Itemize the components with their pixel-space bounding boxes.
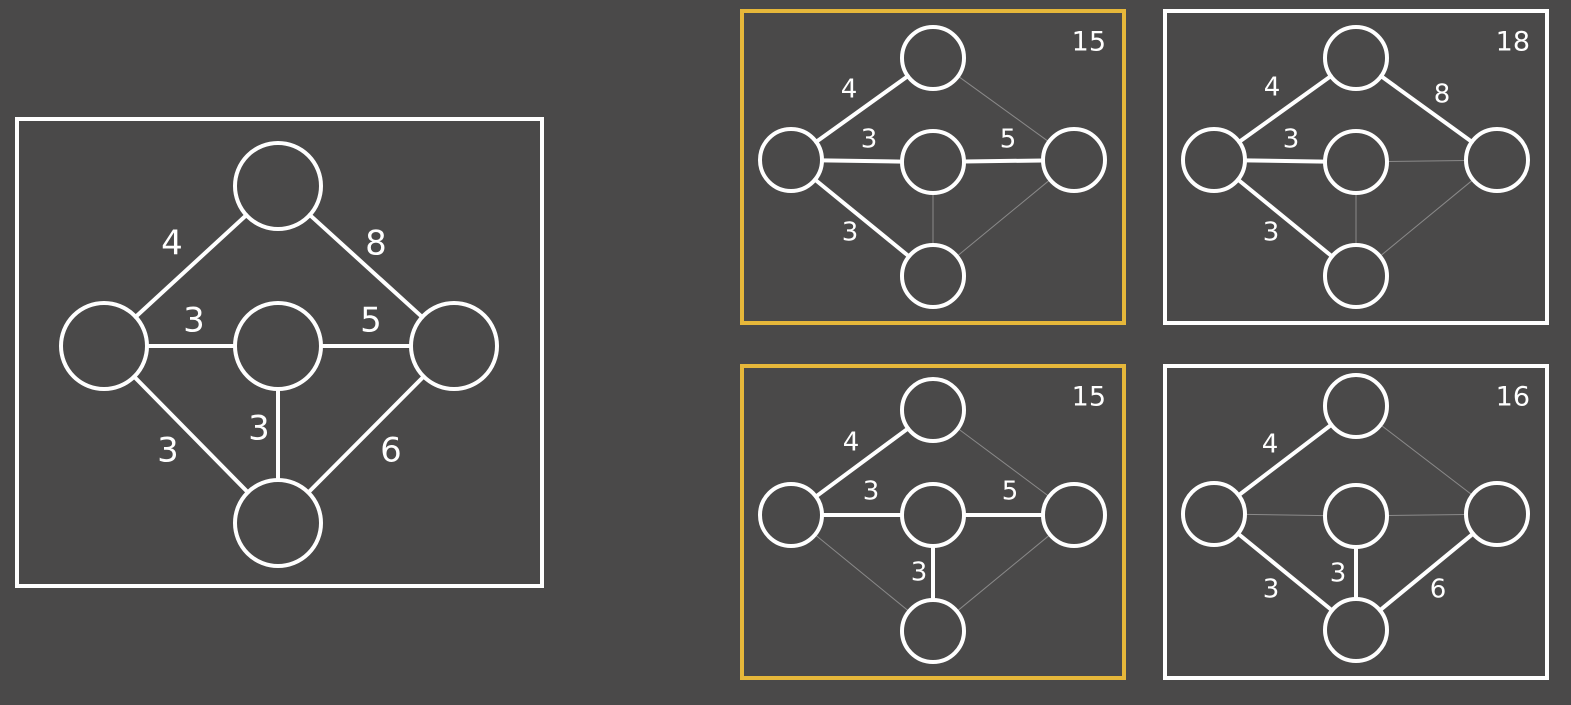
node-right	[1464, 127, 1530, 193]
edge-weight-top-left: 4	[843, 428, 860, 458]
edge-top-left	[813, 426, 911, 499]
edge-weight-center-bottom: 3	[248, 409, 270, 449]
node-top	[1323, 25, 1389, 91]
node-left	[59, 301, 149, 391]
edge-weight-right-bottom: 6	[1430, 575, 1447, 605]
node-top	[233, 141, 323, 231]
edge-left-bottom	[132, 374, 250, 495]
edge-top-right-unused	[1380, 424, 1473, 496]
edge-weight-center-bottom: 3	[911, 558, 928, 588]
edge-left-bottom	[813, 177, 911, 259]
node-right	[1041, 127, 1107, 193]
edge-center-right	[961, 158, 1046, 164]
edge-weight-center-bottom: 3	[1330, 559, 1347, 589]
edge-weight-left-bottom: 3	[842, 218, 859, 248]
edge-right-bottom	[1377, 531, 1476, 613]
edge-weight-left-center: 3	[863, 477, 880, 507]
node-center	[233, 301, 323, 391]
node-center	[900, 129, 966, 195]
edge-left-center	[1242, 158, 1328, 164]
edge-weight-left-center: 3	[861, 125, 878, 155]
node-center	[1323, 129, 1389, 195]
node-bottom	[900, 598, 966, 664]
edge-left-center	[819, 158, 905, 164]
node-top	[900, 377, 966, 443]
panel-frame	[15, 117, 544, 588]
panel-frame	[1163, 9, 1549, 325]
panel-frame	[740, 364, 1126, 680]
edge-right-bottom	[306, 374, 426, 495]
node-left	[1181, 481, 1247, 547]
node-left	[758, 127, 824, 193]
node-bottom	[1323, 243, 1389, 309]
edge-top-right	[1379, 74, 1474, 144]
tree-total-weight: 15	[1072, 382, 1106, 413]
full-graph-panel: 4 8 3 5 3 3 6	[15, 117, 544, 588]
node-center	[900, 482, 966, 548]
tree-total-weight: 18	[1496, 27, 1530, 58]
edge-right-bottom-unused	[956, 534, 1051, 612]
edge-weight-top-left: 4	[1262, 430, 1279, 460]
edge-weight-left-bottom: 3	[157, 431, 179, 471]
edge-top-right-unused	[957, 428, 1050, 497]
edge-top-right	[307, 212, 425, 320]
edge-top-right-unused	[957, 75, 1050, 143]
edge-center-right-unused	[1386, 513, 1467, 517]
edge-weight-left-bottom: 3	[1263, 218, 1280, 248]
node-bottom	[1323, 597, 1389, 663]
edge-weight-center-right: 5	[1002, 477, 1019, 507]
node-right	[1464, 481, 1530, 547]
edge-weight-top-left: 4	[1264, 73, 1281, 103]
edge-left-bottom	[1236, 531, 1334, 613]
tree-total-weight: 16	[1496, 382, 1530, 413]
edge-weight-left-center: 3	[1283, 125, 1300, 155]
node-bottom	[900, 243, 966, 309]
edge-left-bottom-unused	[814, 534, 910, 612]
edge-right-bottom-unused	[1379, 179, 1474, 257]
node-top	[1323, 373, 1389, 439]
panel-frame	[740, 9, 1126, 325]
edge-left-center-unused	[1244, 513, 1326, 517]
spanning-tree-panel-2: 4 8 3 3 18	[1163, 9, 1549, 325]
edge-weight-right-bottom: 6	[380, 431, 402, 471]
spanning-tree-panel-4: 4 3 3 6 16	[1163, 364, 1549, 680]
edge-weight-top-left: 4	[161, 224, 183, 264]
edge-weight-top-right: 8	[1434, 80, 1451, 110]
node-left	[1181, 127, 1247, 193]
node-center	[1323, 483, 1389, 549]
node-right	[1041, 482, 1107, 548]
node-right	[409, 301, 499, 391]
edge-weight-top-right: 8	[365, 224, 387, 264]
edge-weight-top-left: 4	[841, 75, 858, 105]
node-top	[900, 25, 966, 91]
node-bottom	[233, 478, 323, 568]
panel-frame	[1163, 364, 1549, 680]
edge-weight-left-center: 3	[183, 301, 205, 341]
edge-top-left	[133, 213, 249, 319]
edge-top-left	[1236, 422, 1334, 498]
edge-center-right-unused	[1386, 159, 1467, 163]
edge-top-left	[1237, 74, 1333, 144]
edge-right-bottom-unused	[956, 179, 1051, 257]
edge-weight-left-bottom: 3	[1263, 575, 1280, 605]
edge-weight-center-right: 5	[360, 301, 382, 341]
node-left	[758, 482, 824, 548]
edge-left-bottom	[1236, 177, 1334, 259]
edge-weight-center-right: 5	[1000, 125, 1017, 155]
edge-top-left	[814, 74, 910, 144]
tree-total-weight: 15	[1072, 27, 1106, 58]
